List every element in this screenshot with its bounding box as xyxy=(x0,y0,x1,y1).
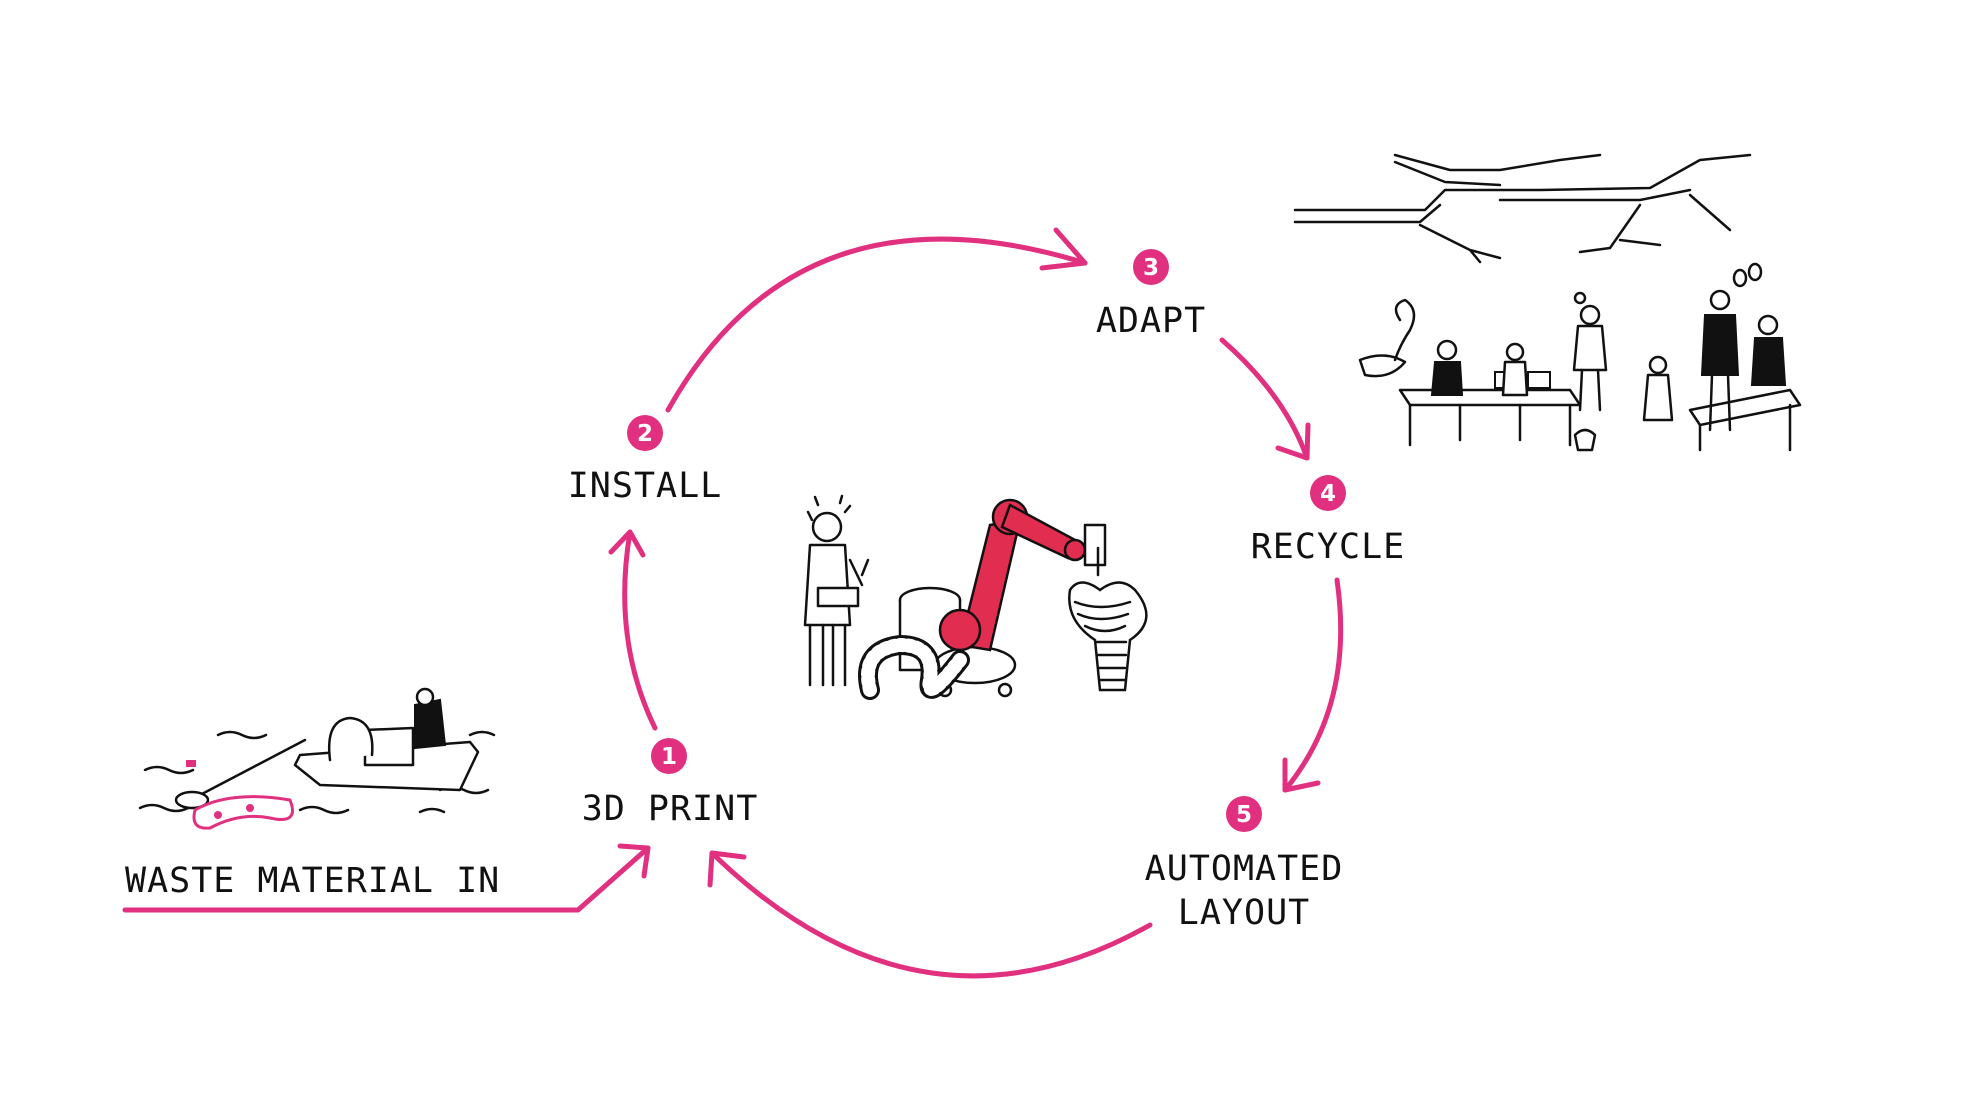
step-number-4: 4 xyxy=(1320,481,1336,507)
step-number-1: 1 xyxy=(661,744,677,770)
robot-arm-3d-printer-illustration xyxy=(803,494,1148,700)
input-arrow-head xyxy=(617,843,651,879)
step-label-recycle: RECYCLE xyxy=(1251,527,1406,567)
arrow-adapt-to-recycle xyxy=(1219,337,1310,461)
step-badge-5 xyxy=(1226,796,1262,832)
arrow-install-to-adapt-head xyxy=(1039,227,1088,271)
input-label: WASTE MATERIAL IN xyxy=(125,861,500,901)
arrow-print-to-install xyxy=(622,529,658,731)
step-badge-1 xyxy=(651,738,687,774)
arrow-recycle-to-layout-head xyxy=(1282,757,1321,793)
step-3: 3 ADAPT xyxy=(1096,249,1206,341)
step-1: 1 3D PRINT xyxy=(582,738,759,829)
step-5: 5 AUTOMATED LAYOUT xyxy=(1145,796,1344,933)
step-label-3d-print: 3D PRINT xyxy=(582,789,759,829)
arrow-install-to-adapt xyxy=(665,236,1088,413)
step-badge-3 xyxy=(1133,249,1169,285)
step-badge-2 xyxy=(627,415,663,451)
step-number-5: 5 xyxy=(1236,802,1252,828)
arrow-layout-to-print xyxy=(709,850,1153,979)
step-number-2: 2 xyxy=(637,421,653,447)
arrow-adapt-to-recycle-head xyxy=(1275,422,1311,461)
boat-collecting-waste-illustration xyxy=(138,687,496,830)
arrow-print-to-install-head xyxy=(608,529,646,558)
step-label-adapt: ADAPT xyxy=(1096,301,1206,341)
cycle-arrows xyxy=(122,227,1344,979)
arrow-layout-to-print-head xyxy=(707,850,747,888)
step-label-layout: LAYOUT xyxy=(1178,893,1310,933)
arrow-recycle-to-layout xyxy=(1282,577,1344,793)
step-number-3: 3 xyxy=(1143,255,1159,281)
step-label-automated: AUTOMATED xyxy=(1145,849,1344,889)
step-badge-4 xyxy=(1310,475,1346,511)
step-label-install: INSTALL xyxy=(568,466,723,506)
step-4: 4 RECYCLE xyxy=(1251,475,1406,567)
people-under-printed-structure-illustration xyxy=(1293,153,1802,452)
step-2: 2 INSTALL xyxy=(568,415,723,506)
input-arrow xyxy=(122,845,651,913)
